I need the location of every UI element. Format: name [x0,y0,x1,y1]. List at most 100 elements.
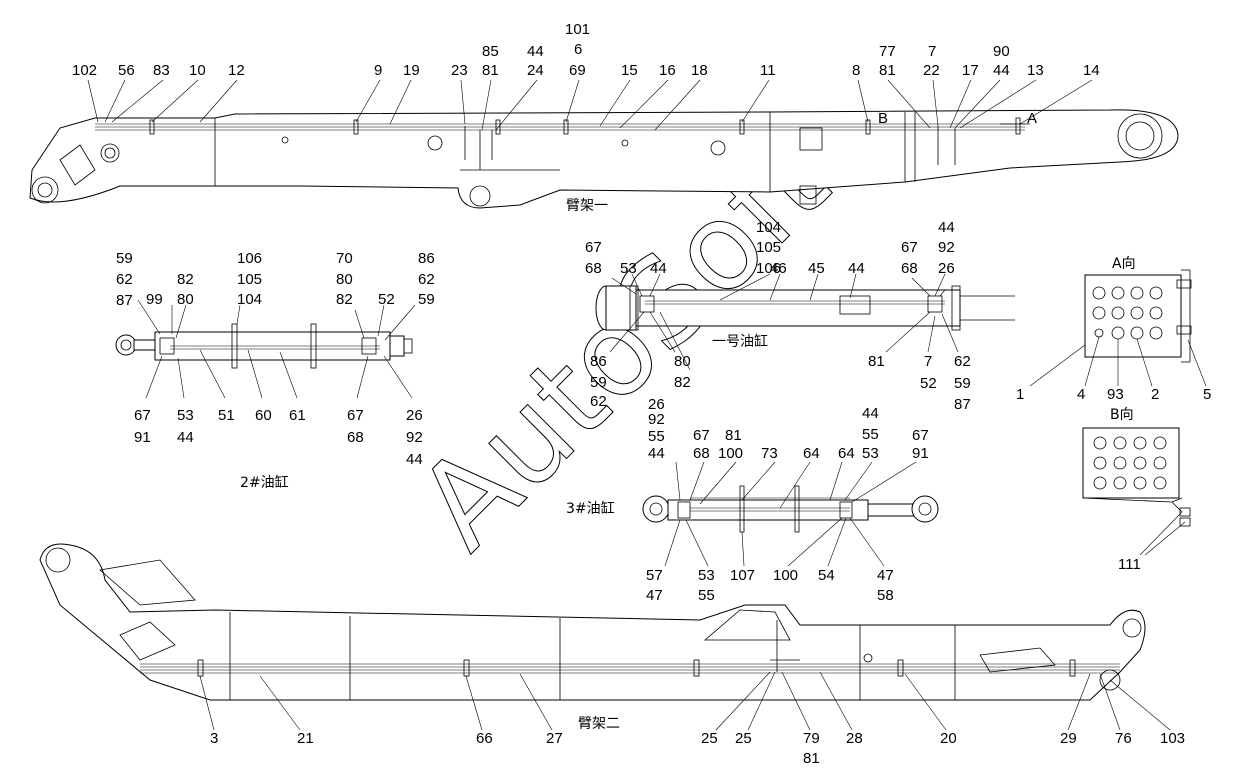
arm2-label: 25 [701,730,718,747]
cyl1-label: 62 [954,353,971,370]
arm1-label: 81 [879,62,896,79]
arm1-label: 16 [659,62,676,79]
cyl1-label: 86 [590,353,607,370]
cyl2-label: 67 [134,407,151,424]
cyl1-label: 59 [954,375,971,392]
arm1-label: 17 [962,62,979,79]
cyl2-label: 106 [237,250,262,267]
cylinder1-labels: 67 68 53 44 104 105 106 46 45 44 44 92 6… [585,219,971,462]
cyl1-label: 44 [648,445,665,462]
arm2-label: 79 [803,730,820,747]
arm2-caption: 臂架二 [578,716,620,732]
pipe-clamps [149,117,1021,135]
cyl2-label: 80 [177,291,194,308]
arm1-label: 18 [691,62,708,79]
view-a-marker: A [1027,110,1037,127]
arm1-label: 23 [451,62,468,79]
cylinder3-drawing: 3#油缸 [566,461,939,567]
cylinder3-caption: 3#油缸 [566,500,615,517]
cyl1-label: 87 [954,396,971,413]
cyl3-label: 64 [803,445,820,462]
arm2-label: 66 [476,730,493,747]
arm2-label: 27 [546,730,563,747]
cylinder2-labels: 59 62 87 99 82 80 106 105 104 70 80 82 5… [116,250,435,468]
cyl2-label: 92 [406,429,423,446]
cyl1-label: 46 [770,260,787,277]
view-b-marker: B [878,110,888,127]
cyl2-label: 44 [177,429,194,446]
cyl2-label: 61 [289,407,306,424]
arm2-label: 103 [1160,730,1185,747]
cyl2-label: 86 [418,250,435,267]
cyl3-label: 100 [718,445,743,462]
view-a-label: 4 [1077,386,1085,403]
cyl3-label: 67 [912,427,929,444]
cyl3-label: 54 [818,567,835,584]
cyl3-label: 107 [730,567,755,584]
cyl3-label: 81 [725,427,742,444]
arm1-label: 22 [923,62,940,79]
cyl3-label: 67 [693,427,710,444]
arm1-label: 44 [993,62,1010,79]
arm2-label: 28 [846,730,863,747]
arm2-label: 21 [297,730,314,747]
cyl1-label: 44 [848,260,865,277]
cyl1-label: 68 [585,260,602,277]
cyl2-label: 82 [336,291,353,308]
cyl1-label: 59 [590,374,607,391]
cyl2-label: 70 [336,250,353,267]
cyl1-label: 105 [756,239,781,256]
cyl1-label: 82 [674,374,691,391]
cyl2-label: 67 [347,407,364,424]
arm1-label: 19 [403,62,420,79]
view-a-drawing: A向 1 4 93 2 5 [1016,256,1211,403]
cyl3-label: 44 [862,405,879,422]
cyl2-label: 105 [237,271,262,288]
arm1-label: 102 [72,62,97,79]
cyl3-label: 53 [698,567,715,584]
cyl3-label: 55 [698,587,715,604]
cyl1-label: 92 [938,239,955,256]
arm1-label: 24 [527,62,544,79]
view-b-holes [1093,436,1167,490]
arm1-label: 81 [482,62,499,79]
cyl3-label: 100 [773,567,798,584]
cyl1-label: 68 [901,260,918,277]
arm1-label: 85 [482,43,499,60]
arm1-label: 14 [1083,62,1100,79]
cyl2-label: 99 [146,291,163,308]
cyl2-label: 82 [177,271,194,288]
arm1-labels: 102 56 83 10 12 9 19 23 85 81 44 24 101 … [72,21,1100,79]
view-a-holes [1092,286,1163,340]
view-b-drawing: B向 111 [1082,407,1191,573]
cyl2-label: 59 [116,250,133,267]
cyl2-label: 62 [418,271,435,288]
cyl2-label: 26 [406,407,423,424]
arm1-caption: 臂架一 [566,198,608,214]
arm1-label: 7 [928,43,936,60]
cyl1-label: 104 [756,219,781,236]
cyl3-label: 57 [646,567,663,584]
cyl2-label: 80 [336,271,353,288]
cyl1-label: 44 [650,260,667,277]
cyl2-label: 68 [347,429,364,446]
arm1-label: 101 [565,21,590,38]
arm1-label: 12 [228,62,245,79]
cyl3-label: 73 [761,445,778,462]
cylinder2-caption: 2#油缸 [240,474,289,491]
cyl1-label: 44 [938,219,955,236]
cyl3-label: 91 [912,445,929,462]
view-a-label: 2 [1151,386,1159,403]
cyl3-label: 47 [646,587,663,604]
cyl1-label: 81 [868,353,885,370]
cyl1-label: 26 [648,396,665,413]
cyl1-label: 106 [756,260,781,277]
arm2-label: 76 [1115,730,1132,747]
view-a-label: 93 [1107,386,1124,403]
cylinder1-drawing: 一号油缸 [595,273,1015,371]
cyl2-label: 53 [177,407,194,424]
cyl2-label: 91 [134,429,151,446]
cyl1-label: 67 [901,239,918,256]
cyl1-label: 80 [674,353,691,370]
